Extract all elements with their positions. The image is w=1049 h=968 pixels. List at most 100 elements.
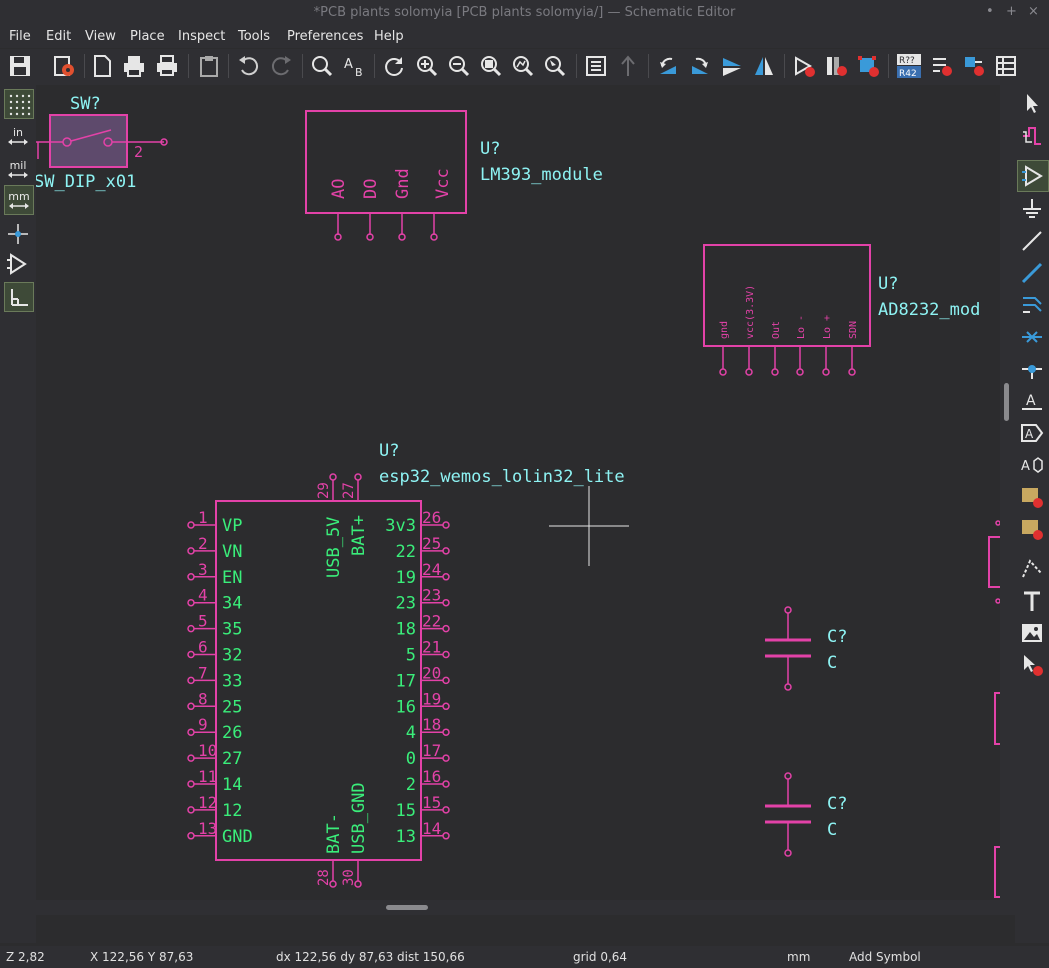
vertical-scroll-thumb[interactable] xyxy=(1004,383,1009,421)
no-connect-icon[interactable] xyxy=(1017,322,1047,352)
rotate-ccw-icon[interactable] xyxy=(654,52,682,80)
esp32-left-pin-number: 3 xyxy=(198,560,208,579)
add-symbol-icon[interactable] xyxy=(1017,160,1049,192)
page-settings-icon[interactable] xyxy=(88,52,116,80)
bus-entry-icon[interactable] xyxy=(1017,290,1047,320)
zoom-out-icon[interactable] xyxy=(445,52,473,80)
add-graphic-lines-icon[interactable] xyxy=(1017,554,1047,584)
esp32-right-pin-name: 17 xyxy=(396,671,416,691)
units-mils-button[interactable]: mil xyxy=(4,155,32,183)
esp32-top-num-1: 29 xyxy=(316,482,332,499)
esp32-right-pin-end xyxy=(442,573,450,581)
add-text-icon[interactable] xyxy=(1017,586,1047,616)
menu-view[interactable]: View xyxy=(85,29,116,44)
plot-icon[interactable] xyxy=(153,52,181,80)
redo-icon[interactable] xyxy=(268,52,296,80)
menu-edit[interactable]: Edit xyxy=(46,29,72,44)
global-label-icon[interactable]: A xyxy=(1017,418,1047,448)
menu-preferences[interactable]: Preferences xyxy=(287,29,364,44)
net-label-icon[interactable]: A xyxy=(1017,386,1047,416)
esp32-left-pin-number: 12 xyxy=(198,793,217,812)
esp32-left-pin-number: 6 xyxy=(198,638,208,657)
switch-symbol[interactable]: 2 SW? SW_DIP_x01 xyxy=(36,94,168,192)
junction-icon[interactable] xyxy=(1017,354,1047,384)
bom-icon[interactable] xyxy=(992,52,1020,80)
cursor-crosshair-icon[interactable] xyxy=(4,220,32,248)
add-image-icon[interactable] xyxy=(1017,618,1047,648)
refresh-icon[interactable] xyxy=(380,52,408,80)
zoom-objects-icon[interactable] xyxy=(509,52,537,80)
menu-place[interactable]: Place xyxy=(130,29,165,44)
footprint-editor-icon[interactable] xyxy=(854,52,882,80)
mirror-vertical-icon[interactable] xyxy=(718,52,746,80)
status-units: mm xyxy=(787,950,811,964)
close-button[interactable]: × xyxy=(1028,4,1039,19)
esp32-left-pin-end xyxy=(187,780,195,788)
hierarchical-label-icon[interactable]: A xyxy=(1017,450,1047,480)
esp32-right-pin-number: 24 xyxy=(422,560,441,579)
line-mode-icon[interactable] xyxy=(4,282,34,312)
import-sheet-pin-icon[interactable] xyxy=(1017,514,1047,544)
add-sheet-icon[interactable] xyxy=(1017,482,1047,512)
right-toolbar xyxy=(1015,85,1049,943)
esp32-right-pin-number: 22 xyxy=(422,612,441,631)
esp32-bottom-num-1: 28 xyxy=(316,869,332,886)
esp32-right-pin-name: 16 xyxy=(396,697,416,717)
annotate-icon[interactable]: R??R42 xyxy=(895,52,923,80)
status-cursor-position: X 122,56 Y 87,63 xyxy=(90,950,194,964)
capacitor-2-symbol[interactable]: C? C xyxy=(765,772,847,857)
zoom-in-icon[interactable] xyxy=(413,52,441,80)
capacitor-1-symbol[interactable]: C? C xyxy=(765,606,847,691)
capacitor-2-value: C xyxy=(827,820,837,840)
find-icon[interactable] xyxy=(308,52,336,80)
maximize-button[interactable]: + xyxy=(1006,4,1017,19)
vertical-scrollbar[interactable] xyxy=(1000,85,1015,900)
esp32-left-pin-end xyxy=(187,624,195,633)
esp32-left-pin-number: 7 xyxy=(198,663,208,682)
select-arrow-icon[interactable] xyxy=(1017,88,1047,118)
zoom-selection-icon[interactable] xyxy=(541,52,569,80)
hierarchy-navigator-icon[interactable] xyxy=(582,52,610,80)
zoom-fit-icon[interactable] xyxy=(477,52,505,80)
delete-tool-icon[interactable] xyxy=(1017,650,1047,680)
grid-toggle-icon[interactable] xyxy=(4,89,34,119)
esp32-right-pin-name: 15 xyxy=(396,801,416,821)
paste-icon[interactable] xyxy=(195,52,223,80)
erc-icon[interactable] xyxy=(928,52,956,80)
menu-inspect[interactable]: Inspect xyxy=(178,29,226,44)
leave-sheet-icon[interactable] xyxy=(614,52,642,80)
highlight-net-icon[interactable] xyxy=(1017,121,1047,151)
symbol-library-browser-icon[interactable] xyxy=(822,52,850,80)
esp32-left-pin-name: VN xyxy=(222,542,242,562)
units-inches-button[interactable]: in xyxy=(4,122,32,150)
units-mm-button[interactable]: mm xyxy=(4,185,34,215)
add-wire-icon[interactable] xyxy=(1017,226,1047,256)
schematic-canvas[interactable]: 2 SW? SW_DIP_x01 AO DO Gnd Vcc U? LM393_… xyxy=(36,85,1000,900)
partial-symbol-right-edge[interactable] xyxy=(988,520,1000,898)
hidden-pins-icon[interactable] xyxy=(4,250,32,278)
esp32-right-pin-end xyxy=(442,650,450,659)
save-icon[interactable] xyxy=(6,52,34,80)
lm393-symbol[interactable]: AO DO Gnd Vcc U? LM393_module xyxy=(305,110,603,241)
ad8232-symbol[interactable]: gnd vcc(3.3V) Out Lo - Lo + SDN U? AD823… xyxy=(703,244,980,376)
add-power-icon[interactable] xyxy=(1017,194,1047,224)
menu-file[interactable]: File xyxy=(9,29,31,44)
undo-icon[interactable] xyxy=(234,52,262,80)
menu-tools[interactable]: Tools xyxy=(238,29,271,44)
symbol-editor-icon[interactable] xyxy=(790,52,818,80)
menu-help[interactable]: Help xyxy=(374,29,404,44)
print-icon[interactable] xyxy=(120,52,148,80)
esp32-top-name-2: BAT+ xyxy=(349,515,369,556)
assign-footprints-icon[interactable] xyxy=(960,52,988,80)
esp32-symbol[interactable]: U? esp32_wemos_lolin32_lite 29 27 USB_5V… xyxy=(187,441,625,888)
minimize-button[interactable]: • xyxy=(986,4,994,19)
horizontal-scrollbar[interactable] xyxy=(36,900,1015,915)
mirror-horizontal-icon[interactable] xyxy=(750,52,778,80)
rotate-cw-icon[interactable] xyxy=(686,52,714,80)
esp32-right-pin-name: 22 xyxy=(396,542,416,562)
schematic-setup-icon[interactable] xyxy=(50,52,78,80)
horizontal-scroll-thumb[interactable] xyxy=(386,905,428,910)
add-bus-icon[interactable] xyxy=(1017,258,1047,288)
lm393-pin-do: DO xyxy=(361,179,381,199)
